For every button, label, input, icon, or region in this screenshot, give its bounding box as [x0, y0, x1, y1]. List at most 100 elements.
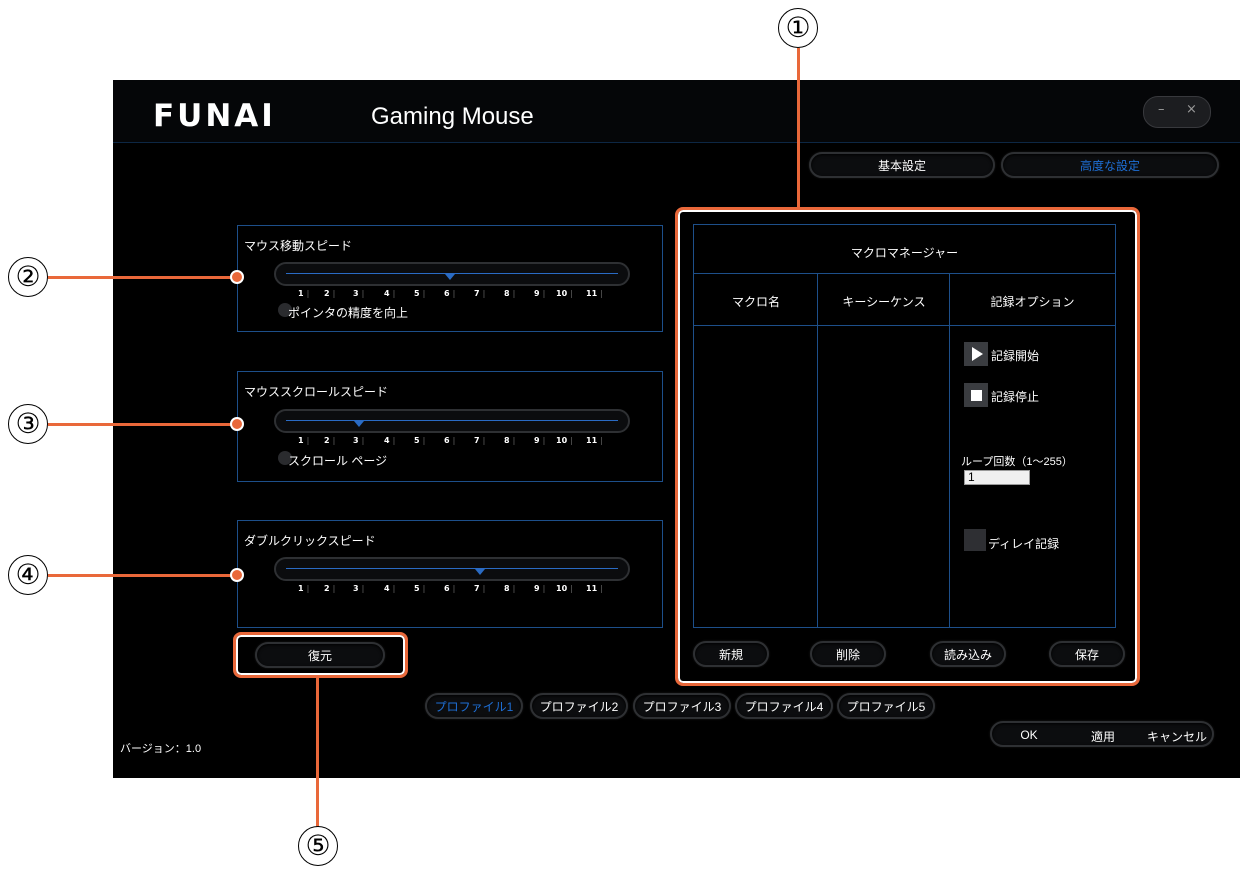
profile-label: プロファイル3 — [642, 699, 722, 714]
record-stop-label: 記録停止 — [991, 390, 1040, 404]
scale-tick-label: 9 — [534, 584, 545, 593]
profile-tab-2[interactable]: プロファイル2 — [530, 693, 628, 719]
divider — [949, 273, 950, 627]
profile-label: プロファイル5 — [846, 699, 926, 714]
new-macro-button[interactable]: 新規 — [693, 641, 769, 667]
record-stop-button[interactable] — [964, 383, 988, 407]
speed-scale: 1234567891011 — [298, 289, 618, 301]
tab-advanced-settings[interactable]: 高度な設定 — [1001, 152, 1219, 178]
tab-label: 基本設定 — [877, 158, 926, 173]
col-header-key-sequence: キーシーケンス — [842, 295, 926, 309]
profile-label: プロファイル1 — [434, 699, 514, 714]
callout-line-3 — [48, 423, 238, 426]
col-header-macro-name: マクロ名 — [731, 295, 780, 309]
double-click-speed-group: ダブルクリックスピード 1234567891011 — [237, 520, 663, 628]
scale-tick-label: 7 — [474, 436, 485, 445]
scale-tick-label: 8 — [504, 436, 515, 445]
button-label: 読み込み — [943, 647, 992, 662]
scroll-speed-slider[interactable] — [274, 409, 630, 433]
scale-tick-label: 8 — [504, 289, 515, 298]
mouse-speed-group: マウス移動スピード 1234567891011 ポインタの精度を向上 — [237, 225, 663, 332]
play-icon — [972, 347, 983, 361]
ok-button[interactable]: OK — [1020, 728, 1038, 742]
speed-scale: 1234567891011 — [298, 436, 618, 448]
profile-tab-4[interactable]: プロファイル4 — [735, 693, 833, 719]
divider — [694, 325, 1115, 326]
scale-tick-label: 6 — [444, 436, 455, 445]
tab-basic-settings[interactable]: 基本設定 — [809, 152, 995, 178]
close-icon[interactable]: × — [1186, 102, 1197, 117]
delay-record-checkbox[interactable] — [964, 529, 986, 551]
scale-tick-label: 1 — [298, 289, 309, 298]
scale-tick-label: 7 — [474, 584, 485, 593]
scale-tick-label: 3 — [353, 584, 364, 593]
scale-tick-label: 11 — [586, 584, 603, 593]
scale-tick-label: 4 — [384, 436, 395, 445]
scale-tick-label: 9 — [534, 436, 545, 445]
record-start-button[interactable] — [964, 342, 988, 366]
group-title: マウス移動スピード — [244, 239, 353, 253]
col-header-record-options: 記録オプション — [990, 295, 1075, 309]
button-label: 保存 — [1074, 647, 1099, 662]
save-macro-button[interactable]: 保存 — [1049, 641, 1125, 667]
dialog-button-group: OK 適用 キャンセル — [990, 721, 1214, 747]
button-label: 削除 — [835, 647, 860, 662]
scale-tick-label: 5 — [414, 289, 425, 298]
scale-tick-label: 10 — [556, 289, 573, 298]
restore-button[interactable]: 復元 — [255, 642, 385, 668]
callout-number-2: ② — [8, 257, 48, 297]
scale-tick-label: 9 — [534, 289, 545, 298]
profile-label: プロファイル2 — [539, 699, 619, 714]
callout-number-5: ⑤ — [298, 826, 338, 866]
callout-line-5 — [316, 678, 319, 828]
load-macro-button[interactable]: 読み込み — [930, 641, 1006, 667]
button-label: 新規 — [718, 647, 743, 662]
scale-tick-label: 10 — [556, 584, 573, 593]
loop-count-label: ループ回数（1～255） — [961, 456, 1073, 468]
group-title: マウススクロールスピード — [244, 385, 389, 399]
pointer-precision-label: ポインタの精度を向上 — [288, 306, 409, 320]
slider-thumb-icon[interactable] — [354, 421, 364, 427]
callout-number-3: ③ — [8, 404, 48, 444]
pointer-precision-radio[interactable] — [278, 303, 292, 317]
scale-tick-label: 8 — [504, 584, 515, 593]
version-label: バージョン：1.0 — [120, 743, 202, 755]
callout-highlight-restore — [233, 632, 408, 678]
profile-tab-1[interactable]: プロファイル1 — [425, 693, 523, 719]
scale-tick-label: 11 — [586, 436, 603, 445]
scale-tick-label: 2 — [324, 289, 335, 298]
cancel-button[interactable]: キャンセル — [1146, 730, 1207, 744]
callout-dot-4 — [230, 568, 244, 582]
scale-tick-label: 10 — [556, 436, 573, 445]
scale-tick-label: 4 — [384, 584, 395, 593]
stop-icon — [970, 389, 982, 401]
scale-tick-label: 1 — [298, 436, 309, 445]
speed-scale: 1234567891011 — [298, 584, 618, 596]
scale-tick-label: 3 — [353, 289, 364, 298]
scroll-page-radio[interactable] — [278, 451, 292, 465]
scale-tick-label: 4 — [384, 289, 395, 298]
double-click-speed-slider[interactable] — [274, 557, 630, 581]
loop-count-input[interactable]: 1 — [964, 470, 1030, 485]
minimize-icon[interactable]: – — [1158, 102, 1165, 117]
record-start-label: 記録開始 — [991, 349, 1040, 363]
slider-thumb-icon[interactable] — [445, 274, 455, 280]
slider-track-line — [286, 568, 618, 569]
slider-thumb-icon[interactable] — [475, 569, 485, 575]
profile-tab-5[interactable]: プロファイル5 — [837, 693, 935, 719]
scale-tick-label: 5 — [414, 436, 425, 445]
macro-manager-panel: マクロマネージャー マクロ名 キーシーケンス 記録オプション 記録開始 記録停止… — [693, 224, 1116, 628]
scale-tick-label: 3 — [353, 436, 364, 445]
scale-tick-label: 6 — [444, 584, 455, 593]
scale-tick-label: 11 — [586, 289, 603, 298]
callout-highlight-macro-manager — [675, 207, 1140, 686]
button-label: 復元 — [307, 648, 332, 663]
apply-button[interactable]: 適用 — [1090, 730, 1115, 744]
mouse-speed-slider[interactable] — [274, 262, 630, 286]
profile-tab-3[interactable]: プロファイル3 — [633, 693, 731, 719]
slider-track-line — [286, 420, 618, 421]
callout-line-2 — [48, 276, 238, 279]
callout-number-1: ① — [778, 8, 818, 48]
scale-tick-label: 2 — [324, 584, 335, 593]
delete-macro-button[interactable]: 削除 — [810, 641, 886, 667]
